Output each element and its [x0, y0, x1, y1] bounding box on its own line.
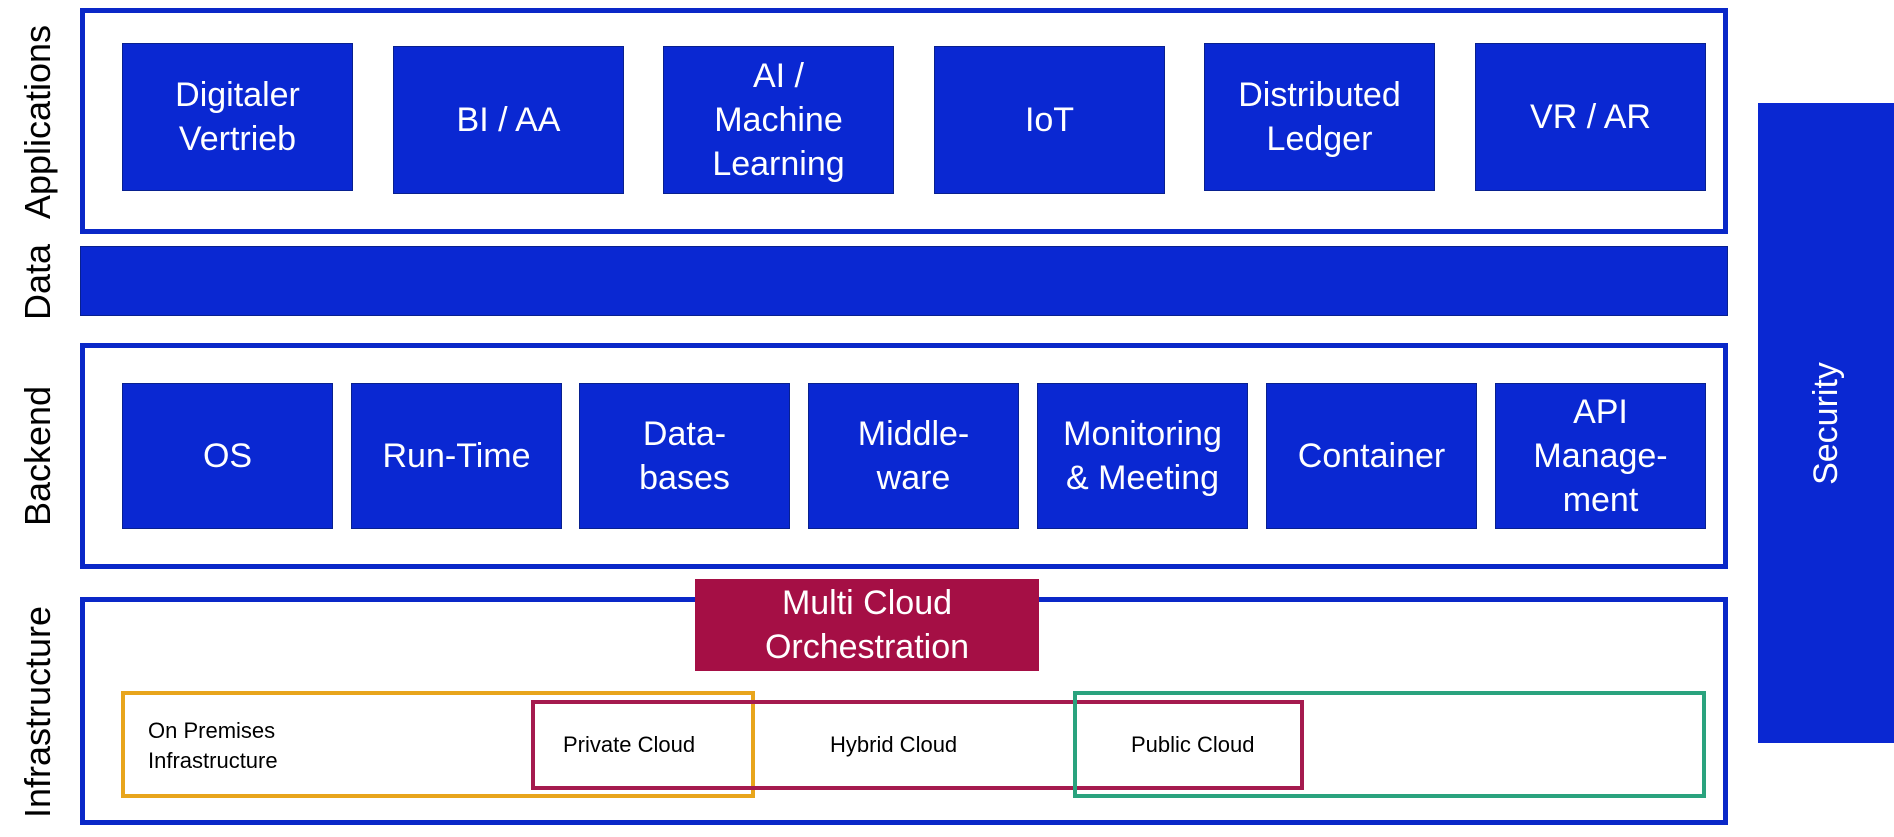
security-bar: Security [1758, 103, 1894, 743]
multi-cloud-orchestration: Multi Cloud Orchestration [695, 579, 1039, 671]
layer-label-backend: Backend [17, 385, 59, 527]
zone-on-premises [121, 691, 755, 798]
app-tile-vr-ar: VR / AR [1475, 43, 1706, 191]
backend-tile-databases: Data- bases [579, 383, 790, 529]
zone-public-cloud [1073, 691, 1706, 798]
zone-label-public-cloud: Public Cloud [1131, 732, 1255, 757]
app-tile-digitaler-vertrieb: Digitaler Vertrieb [122, 43, 353, 191]
layer-label-infrastructure: Infrastructure [17, 605, 58, 819]
layer-label-applications: Applications [17, 24, 58, 220]
backend-tile-os: OS [122, 383, 333, 529]
app-tile-bi-aa: BI / AA [393, 46, 624, 194]
app-tile-ai-ml: AI / Machine Learning [663, 46, 894, 194]
zone-hybrid-cloud [531, 700, 1304, 790]
zone-label-private-cloud: Private Cloud [563, 732, 696, 757]
app-tile-distributed-ledger: Distributed Ledger [1204, 43, 1435, 191]
applications-frame [80, 8, 1728, 234]
zone-label-hybrid-cloud: Hybrid Cloud [830, 732, 958, 757]
backend-tile-api-management: API Manage- ment [1495, 383, 1706, 529]
data-layer-bar [80, 246, 1728, 316]
backend-tile-middleware: Middle- ware [808, 383, 1019, 529]
zone-label-on-premises: On Premises Infrastructure [148, 718, 278, 773]
backend-tile-container: Container [1266, 383, 1477, 529]
security-label: Security [1806, 361, 1845, 485]
layer-label-data: Data [17, 243, 59, 321]
backend-tile-monitoring: Monitoring & Meeting [1037, 383, 1248, 529]
app-tile-iot: IoT [934, 46, 1165, 194]
backend-tile-run-time: Run-Time [351, 383, 562, 529]
